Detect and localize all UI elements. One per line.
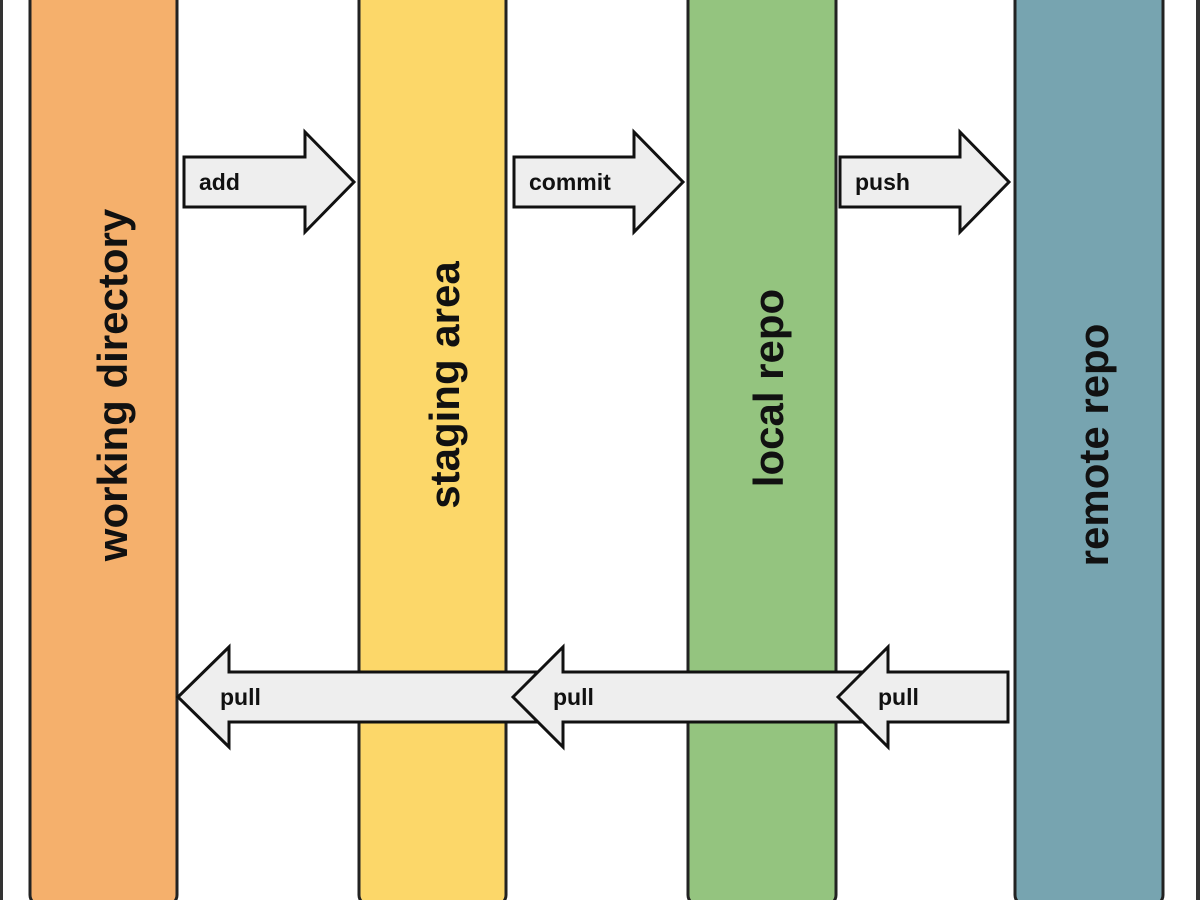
commit-arrow bbox=[512, 128, 686, 236]
remote-repo-column bbox=[1013, 0, 1165, 900]
pull-label-2: pull bbox=[553, 684, 594, 710]
right-border bbox=[1196, 0, 1200, 900]
left-border bbox=[0, 0, 3, 900]
push-label: push bbox=[855, 169, 910, 195]
working-directory-label: working directory bbox=[89, 208, 136, 562]
pull-label-1: pull bbox=[220, 684, 261, 710]
commit-label: commit bbox=[529, 169, 611, 195]
add-arrow bbox=[182, 128, 357, 236]
pull-label-3: pull bbox=[878, 684, 919, 710]
add-label: add bbox=[199, 169, 240, 195]
push-arrow bbox=[838, 128, 1012, 236]
local-repo-label: local repo bbox=[745, 289, 792, 487]
pull-arrow-to-local bbox=[835, 643, 1010, 751]
staging-area-label: staging area bbox=[421, 261, 468, 509]
working-directory-column bbox=[28, 0, 179, 900]
remote-repo-label: remote repo bbox=[1070, 324, 1117, 567]
